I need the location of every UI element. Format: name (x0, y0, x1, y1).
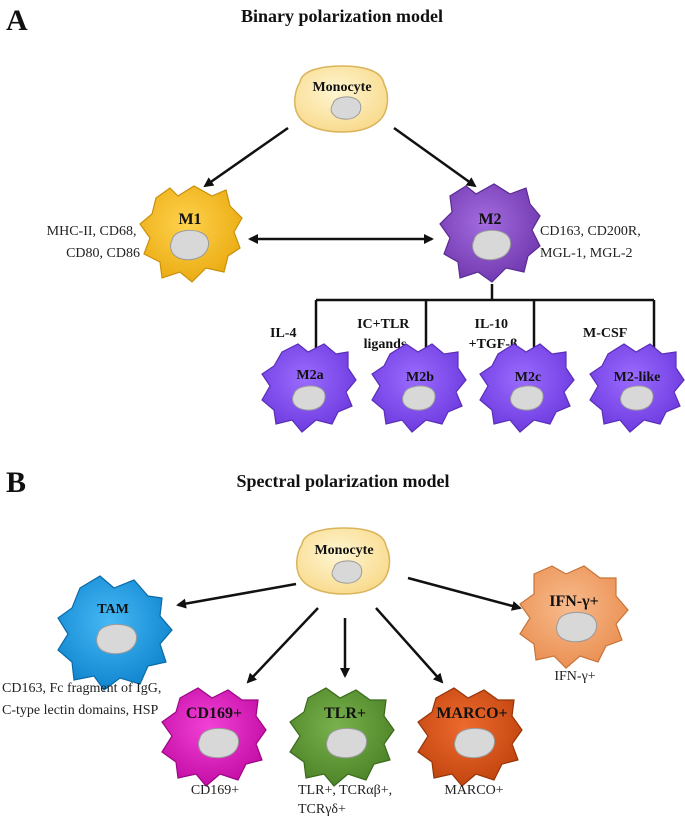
tam-markers: CD163, Fc fragment of IgG, C-type lectin… (2, 681, 165, 718)
arrow-monocyte-to-m1 (203, 126, 289, 188)
arrow-monocyte-to-m2 (393, 126, 477, 188)
m1-label: M1 (178, 211, 201, 228)
m2-markers: CD163, CD200R, MGL-1, MGL-2 (540, 224, 644, 261)
m2-marker-line-1: CD163, CD200R, (540, 224, 641, 239)
tlr-markers: TLR+, TCRαβ+, TCRγδ+ (298, 783, 396, 817)
stimulus-m2b: IC+TLR ligands (357, 317, 413, 352)
m2b-label: M2b (406, 370, 434, 385)
marco-label: MARCO+ (436, 705, 507, 722)
tam-marker-line-2: C-type lectin domains, HSP (2, 703, 159, 718)
panel-b-letter: B (6, 466, 26, 499)
ifn-gamma-label: IFN-γ+ (549, 593, 598, 610)
tam-marker-line-1: CD163, Fc fragment of IgG, (2, 681, 161, 696)
monocyte-label-b: Monocyte (314, 543, 373, 558)
m2c-label: M2c (515, 370, 541, 385)
m2a-label: M2a (296, 368, 323, 383)
m2-subtype-bracket (314, 284, 656, 352)
m2b-cell: M2b (371, 343, 467, 433)
arrow-monocyte-to-tam (176, 582, 297, 609)
m1-markers: MHC-II, CD68, CD80, CD86 (47, 224, 140, 261)
m2c-cell: M2c (479, 343, 575, 433)
ifn-gamma-markers: IFN-γ+ (554, 669, 595, 684)
monocyte-cell-a: Monocyte (294, 65, 389, 133)
tam-label: TAM (97, 602, 129, 617)
arrow-monocyte-to-marco (375, 607, 444, 684)
m1-marker-line-1: MHC-II, CD68, (47, 224, 137, 239)
stimulus-m2c: IL-10 +TGF-β (469, 317, 518, 352)
panel-b-title: Spectral polarization model (237, 471, 450, 491)
m1-marker-line-2: CD80, CD86 (66, 246, 140, 261)
m2-like-cell: M2-like (589, 343, 685, 433)
monocyte-label-a: Monocyte (312, 80, 371, 95)
m2-marker-line-2: MGL-1, MGL-2 (540, 246, 633, 261)
tlr-cell: TLR+ (289, 687, 395, 787)
m2-like-label: M2-like (614, 370, 661, 385)
m2-cell: M2 (439, 183, 541, 283)
tlr-marker-line-1: TLR+, TCRαβ+, (298, 783, 392, 798)
stimulus-m2-like: M-CSF (583, 326, 627, 341)
cd169-cell: CD169+ (161, 687, 267, 787)
arrow-monocyte-to-ifn (407, 576, 522, 611)
tlr-marker-line-2: TCRγδ+ (298, 802, 346, 817)
panel-a-letter: A (6, 4, 28, 37)
cd169-label: CD169+ (186, 705, 242, 722)
tlr-label: TLR+ (324, 705, 366, 722)
cd169-markers: CD169+ (191, 783, 239, 798)
arrow-monocyte-to-cd169 (246, 607, 319, 684)
marco-markers: MARCO+ (444, 783, 503, 798)
m1-cell: M1 (139, 185, 243, 283)
tam-cell: TAM (57, 575, 173, 691)
ifn-gamma-cell: IFN-γ+ (519, 565, 629, 669)
panel-a-title: Binary polarization model (241, 6, 443, 26)
monocyte-cell-b: Monocyte (296, 527, 391, 595)
m2-label: M2 (478, 211, 501, 228)
stimulus-m2a: IL-4 (270, 326, 296, 341)
m2a-cell: M2a (261, 343, 357, 433)
marco-cell: MARCO+ (417, 687, 523, 787)
